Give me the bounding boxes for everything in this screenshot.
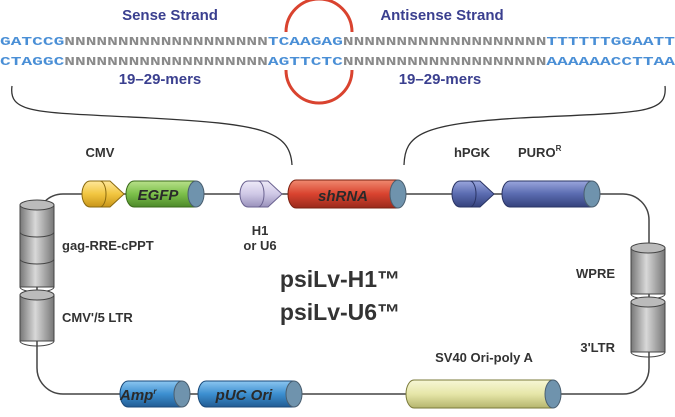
shrna-cassette bbox=[287, 179, 407, 209]
sense-strand-label: Sense Strand bbox=[122, 7, 218, 24]
h1-promoter bbox=[239, 180, 283, 208]
sv40-label: SV40 Ori-poly A bbox=[435, 350, 533, 365]
wpre-element bbox=[630, 242, 666, 300]
wpre-label: WPRE bbox=[576, 266, 615, 281]
antisense-strand-label: Antisense Strand bbox=[380, 7, 503, 24]
sense-length-label: 19–29-mers bbox=[119, 71, 202, 88]
cmv-label: CMV bbox=[86, 145, 115, 160]
puro-label: PUROR bbox=[518, 144, 562, 160]
antisense-length-label: 19–29-mers bbox=[399, 71, 482, 88]
hairpin-loop-top bbox=[284, 0, 354, 33]
sv40-ori-polya bbox=[405, 379, 562, 409]
cmv-5ltr-label: CMV'/5 LTR bbox=[62, 310, 133, 325]
puro-resistance-gene bbox=[501, 180, 601, 208]
vector-name-u6: psiLv-U6™ bbox=[280, 299, 400, 325]
egfp-gene bbox=[125, 180, 205, 208]
cmv-5ltr-element bbox=[19, 289, 55, 347]
or-u6-label: or U6 bbox=[243, 238, 276, 253]
gag-rre-cppt-element bbox=[19, 199, 55, 293]
vector-name-h1: psiLv-H1™ bbox=[280, 266, 400, 292]
amp-label: Ampr bbox=[119, 387, 157, 404]
cmv-promoter bbox=[81, 180, 125, 208]
egfp-label: EGFP bbox=[138, 187, 180, 204]
hairpin-loop-bottom bbox=[284, 69, 354, 105]
hpgk-promoter bbox=[451, 180, 495, 208]
h1-label: H1 bbox=[252, 223, 269, 238]
left-bracket bbox=[11, 85, 293, 166]
right-bracket bbox=[403, 85, 666, 166]
gag-rre-cppt-label: gag-RRE-cPPT bbox=[62, 238, 154, 253]
puc-ori bbox=[197, 380, 303, 408]
hpgk-label: hPGK bbox=[454, 145, 491, 160]
3ltr-label: 3'LTR bbox=[580, 340, 615, 355]
shrna-label: shRNA bbox=[318, 188, 368, 205]
plasmid-backbone bbox=[36, 193, 650, 395]
3ltr-element bbox=[630, 296, 666, 358]
puc-ori-label: pUC Ori bbox=[215, 387, 274, 404]
amp-resistance-gene bbox=[119, 380, 191, 408]
